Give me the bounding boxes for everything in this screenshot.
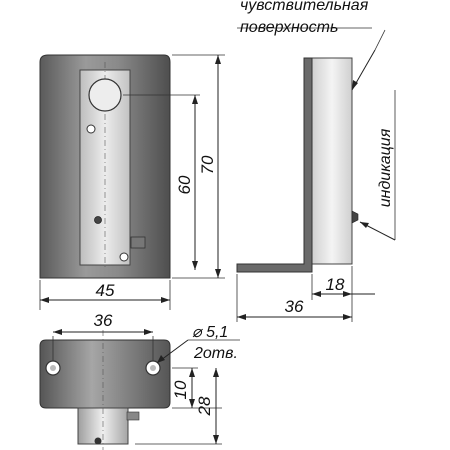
side-body — [311, 57, 353, 265]
bottom-body — [39, 339, 171, 409]
label-indication: индикация — [377, 128, 394, 207]
dim-total-height: 70 — [198, 155, 217, 174]
label-sensitive-surface-2: поверхность — [240, 19, 338, 36]
dim-bottom-height: 28 — [195, 396, 214, 416]
dim-side-depth: 18 — [326, 275, 345, 294]
side-led-icon — [351, 210, 359, 224]
dim-side-total: 36 — [285, 297, 304, 316]
side-view: чувствительная поверхность индикация 18 … — [236, 0, 396, 322]
cable-outlet — [130, 236, 146, 249]
mount-hole-bottom-icon — [119, 252, 129, 262]
sensitive-face-circle — [88, 78, 122, 112]
indicator-led-icon — [94, 216, 102, 224]
bottom-view: 36 ⌀ 5,1 2отв. 10 28 — [39, 311, 240, 450]
dim-inner-height: 60 — [175, 175, 194, 194]
bottom-stem-cable — [126, 411, 140, 421]
front-view: 60 70 45 — [39, 54, 225, 310]
dim-bottom-offset: 10 — [171, 380, 190, 399]
label-sensitive-surface-1: чувствительная — [240, 0, 369, 14]
side-bracket — [236, 57, 313, 273]
dim-bottom-width: 36 — [94, 311, 113, 330]
label-hole-count: 2отв. — [193, 345, 238, 362]
mount-hole-top-icon — [86, 124, 96, 134]
dim-front-width: 45 — [96, 281, 115, 300]
label-hole-diameter: ⌀ 5,1 — [192, 324, 228, 341]
bottom-led-icon — [94, 437, 102, 445]
